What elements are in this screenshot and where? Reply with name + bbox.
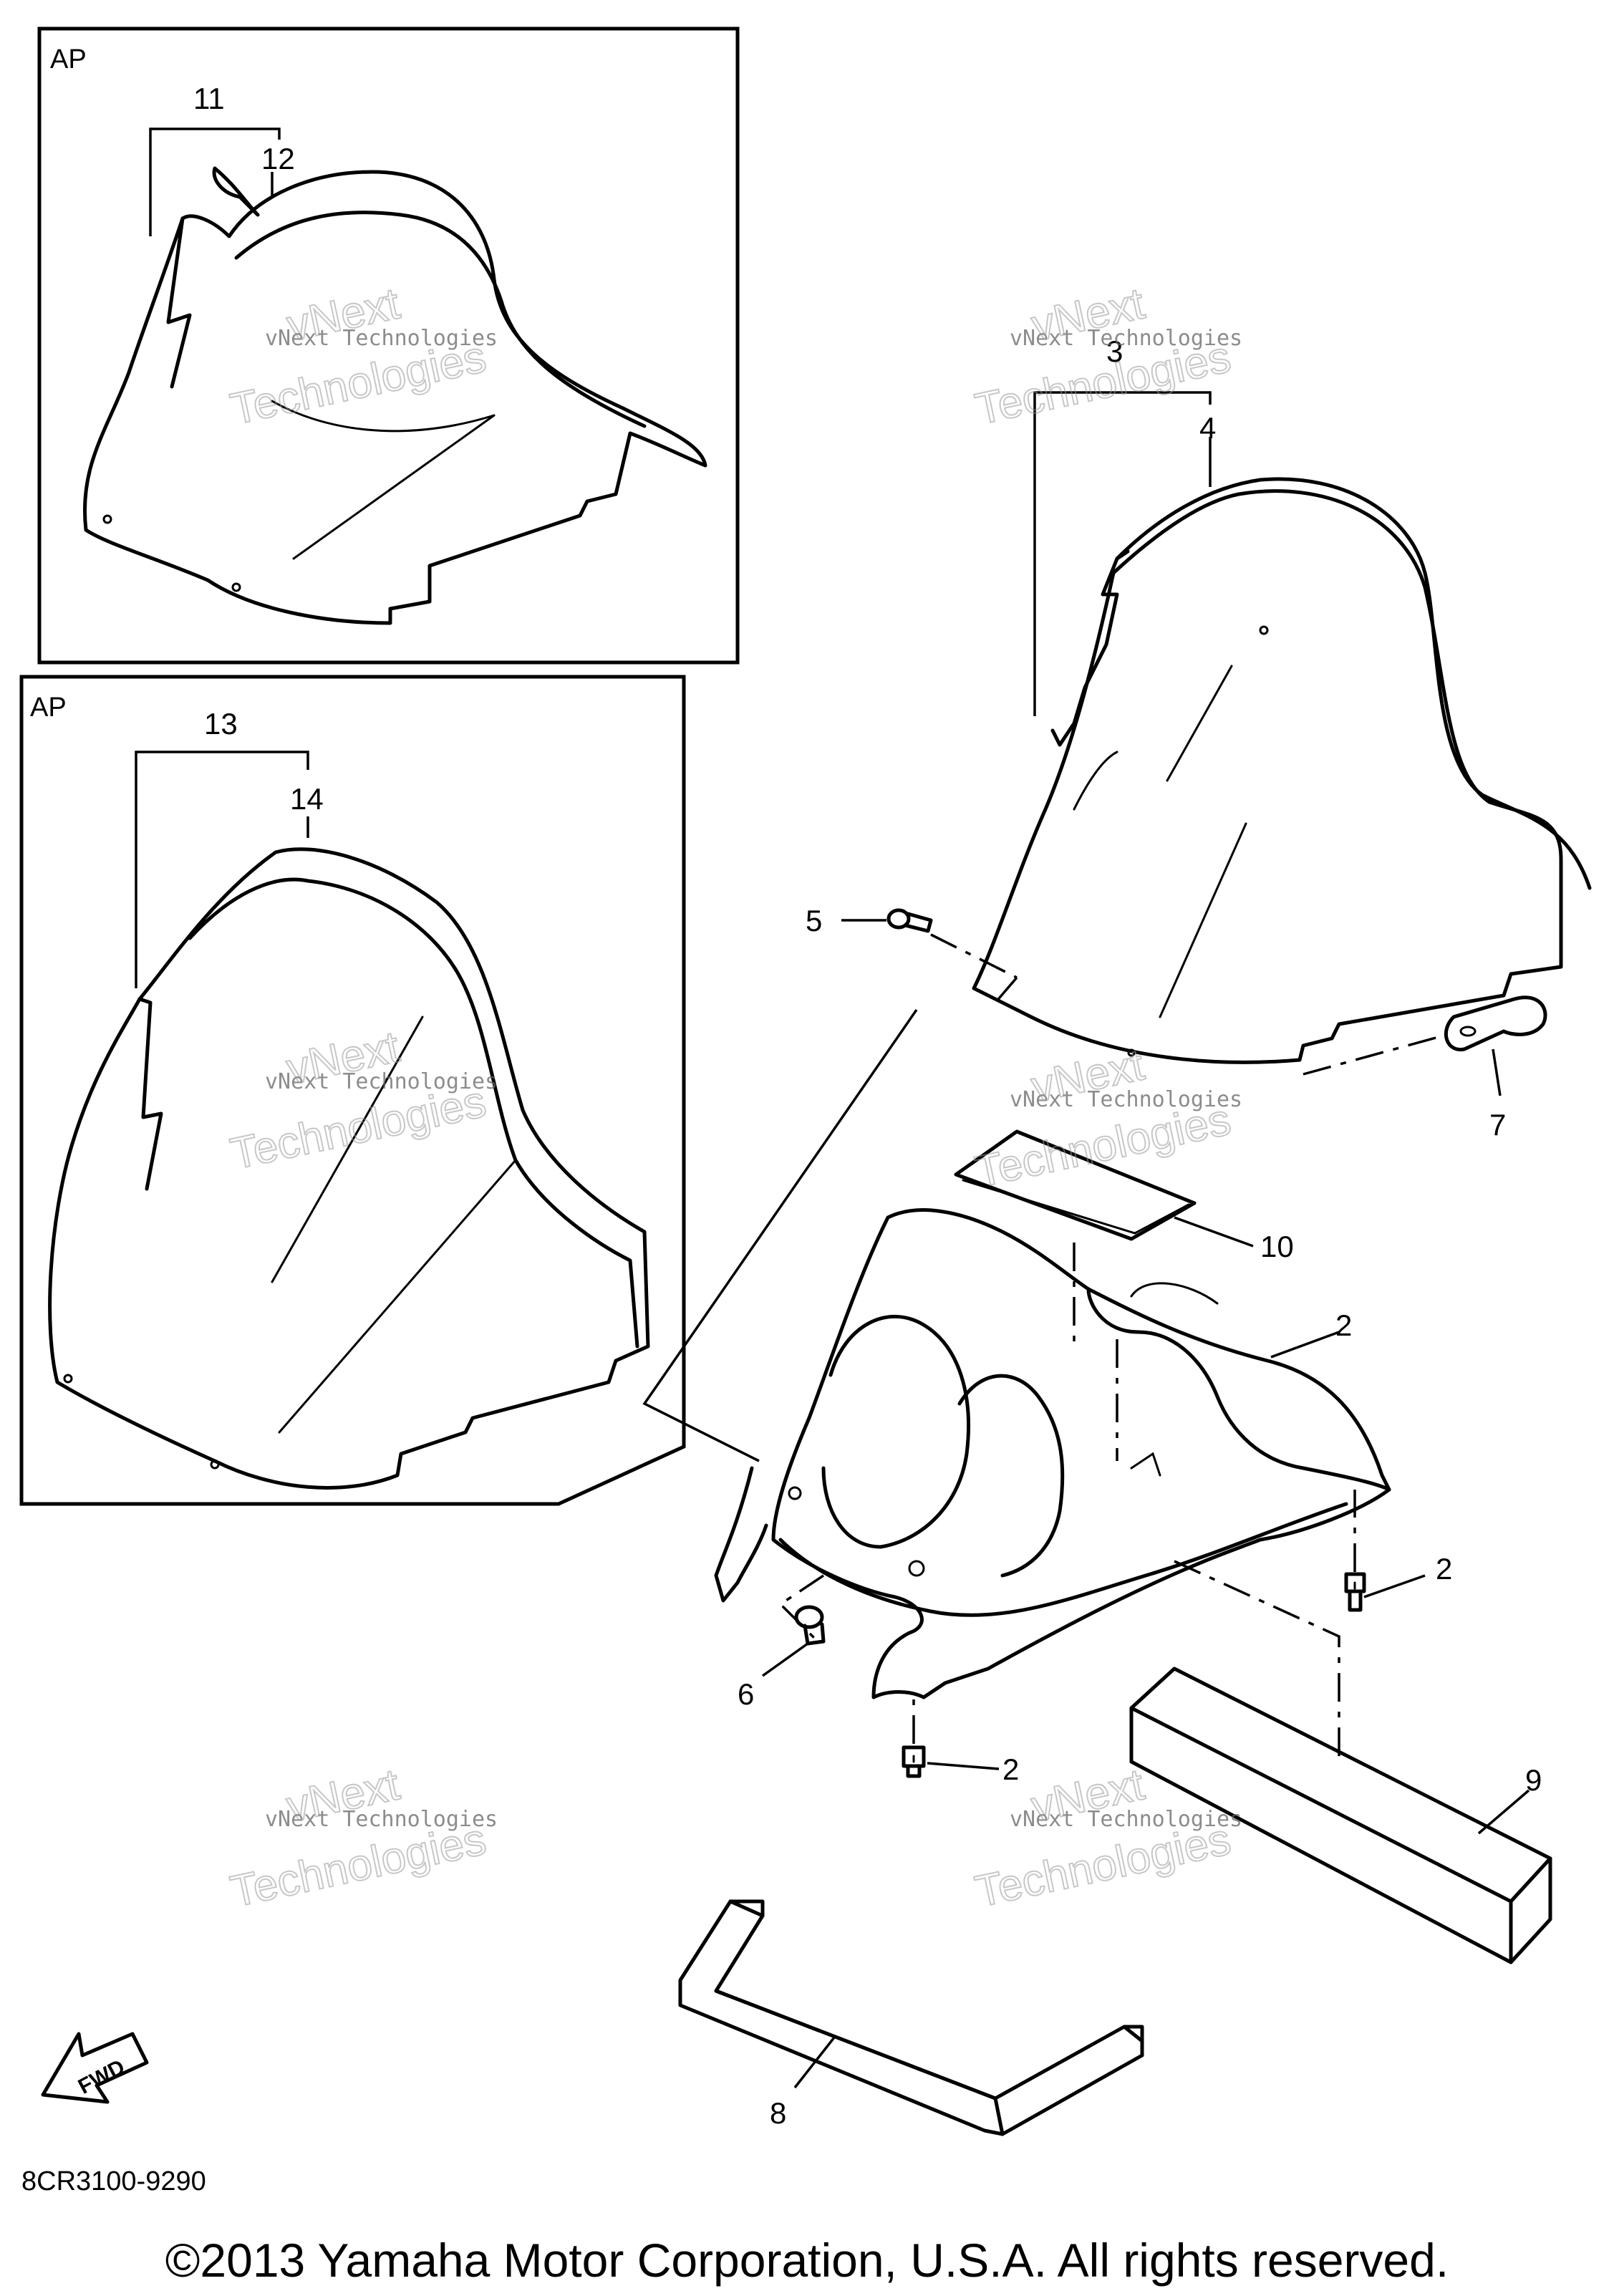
grommet-6 <box>794 1605 826 1646</box>
leader-9 <box>1477 1789 1530 1835</box>
frame-line-left <box>642 1009 918 1462</box>
watermark-small-6: vNext Technologies <box>1010 1807 1242 1832</box>
leader-6 <box>761 1642 809 1677</box>
dash-windshield-to-cowling <box>994 976 1018 1004</box>
watermark-small-2: vNext Technologies <box>1010 326 1242 351</box>
inset-box-ap-upper <box>37 26 740 665</box>
inset-label-ap-upper: AP <box>50 44 87 74</box>
watermark-small-1: vNext Technologies <box>265 326 498 351</box>
windshield-3 <box>972 477 1592 1064</box>
pad-10 <box>954 1129 1197 1241</box>
bolt-5 <box>886 908 933 933</box>
leader-10 <box>1174 1216 1254 1248</box>
foam-block-9 <box>1129 1666 1552 1964</box>
seal-8 <box>678 1899 1144 2136</box>
callout-9: 9 <box>1525 1763 1542 1797</box>
cowling-1 <box>714 1208 1391 1699</box>
dash-7 <box>1303 1033 1447 1076</box>
windshield-11 <box>82 166 707 625</box>
copyright-notice: ©2013 Yamaha Motor Corporation, U.S.A. A… <box>165 2234 1449 2287</box>
callout-3: 3 <box>1106 334 1123 368</box>
leader-1 <box>1270 1331 1340 1359</box>
callout-6: 6 <box>738 1677 754 1711</box>
fwd-arrow-icon: FWD <box>41 2032 149 2104</box>
callout-7: 7 <box>1489 1108 1506 1142</box>
callout-1: 2 <box>1335 1308 1352 1342</box>
callout-5: 5 <box>806 904 822 937</box>
bracket-11 <box>149 127 281 236</box>
callout-13: 13 <box>204 707 238 741</box>
callout-2-lower: 2 <box>1002 1752 1019 1786</box>
dash-foam-9 <box>1174 1560 1340 1762</box>
callout-14: 14 <box>290 782 324 816</box>
callout-4: 4 <box>1199 411 1216 445</box>
bracket-7 <box>1444 995 1547 1051</box>
windshield-13 <box>48 847 650 1490</box>
watermarks: vNext Technologies vNext Technologies vN… <box>226 278 1242 1917</box>
leader-2-right <box>1363 1574 1426 1598</box>
watermark-small-3: vNext Technologies <box>265 1069 498 1094</box>
watermark-small-5: vNext Technologies <box>265 1807 498 1832</box>
callout-11: 11 <box>193 82 225 115</box>
callout-10: 10 <box>1260 1230 1294 1263</box>
dash-cowling-left <box>778 1574 824 1641</box>
leader-8 <box>793 2036 836 2089</box>
bolt-2-right <box>1344 1572 1366 1612</box>
inset-box-ap-lower <box>19 675 686 1506</box>
callout-12: 12 <box>261 142 295 175</box>
dash-5 <box>930 933 1018 979</box>
inset-label-ap-lower: AP <box>30 693 67 723</box>
leader-7 <box>1492 1048 1502 1096</box>
bolt-2-lower <box>902 1745 926 1778</box>
bracket-3 <box>1033 391 1212 716</box>
leader-2-lower <box>927 1762 1000 1770</box>
callout-2-right: 2 <box>1436 1552 1452 1586</box>
callout-8: 8 <box>770 2096 786 2130</box>
bracket-13 <box>135 751 309 988</box>
document-code: 8CR3100-9290 <box>21 2166 206 2196</box>
watermark-small-4: vNext Technologies <box>1010 1087 1242 1112</box>
